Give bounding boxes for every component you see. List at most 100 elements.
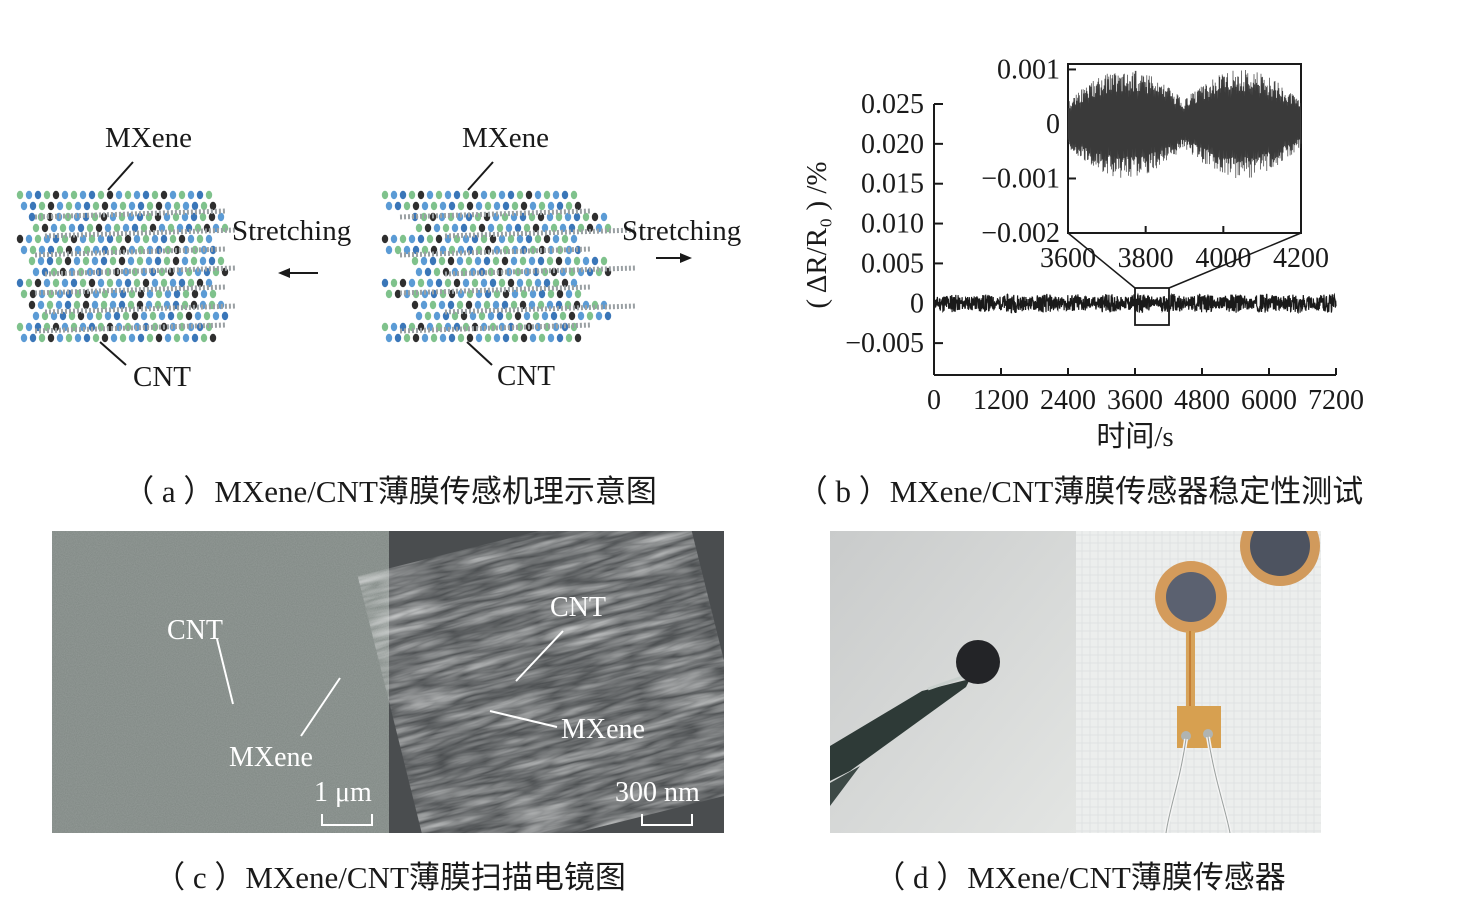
mxene-flake	[29, 245, 37, 255]
mxene-flake	[430, 333, 438, 343]
mxene-flake	[65, 333, 73, 343]
mxene-flake	[217, 212, 225, 222]
mxene-flake	[448, 333, 456, 343]
mxene-flake	[169, 278, 177, 288]
mxene-flake	[61, 278, 69, 288]
mxene-flake	[46, 300, 54, 310]
mxene-flake	[403, 333, 411, 343]
mxene-flake	[604, 311, 612, 321]
mxene-flake	[447, 300, 455, 310]
inset-signal-line	[1067, 69, 1302, 179]
mxene-flake	[385, 333, 393, 343]
mxene-flake	[483, 300, 491, 310]
mxene-flake	[447, 256, 455, 266]
mxene-flake	[421, 333, 429, 343]
mxene-flake	[457, 201, 465, 211]
x-tick-label: 7200	[1308, 385, 1364, 416]
mxene-flake	[194, 223, 202, 233]
mxene-flake	[475, 333, 483, 343]
mxene-flake	[421, 201, 429, 211]
mxene-flake	[493, 333, 501, 343]
mxene-flake	[16, 234, 24, 244]
caption-b: （ b ）MXene/CNT薄膜传感器稳定性测试	[796, 474, 1364, 509]
mxene-flake	[56, 333, 64, 343]
mxene-flake	[64, 300, 72, 310]
mxene-flake	[208, 256, 216, 266]
mxene-flake	[164, 201, 172, 211]
caption-c: （ c ）MXene/CNT薄膜扫描电镜图	[154, 860, 626, 895]
mxene-flake	[498, 234, 506, 244]
mxene-flake	[196, 190, 204, 200]
mxene-flake	[426, 190, 434, 200]
mxene-flake	[221, 311, 229, 321]
mxene-flake	[164, 333, 172, 343]
right-stack	[381, 190, 636, 343]
mxene-flake	[50, 311, 58, 321]
mxene-flake	[417, 278, 425, 288]
mxene-flake	[505, 311, 513, 321]
mxene-flake	[55, 300, 63, 310]
mxene-flake	[37, 300, 45, 310]
mxene-flake	[154, 300, 162, 310]
mxene-flake	[385, 201, 393, 211]
mxene-flake	[158, 223, 166, 233]
mxene-flake	[426, 234, 434, 244]
mxene-flake	[417, 322, 425, 332]
mxene-flake	[478, 311, 486, 321]
mxene-flake	[160, 278, 168, 288]
mxene-flake	[547, 289, 555, 299]
mxene-flake	[552, 234, 560, 244]
mxene-flake	[528, 256, 536, 266]
mxene-flake	[394, 245, 402, 255]
mxene-flake	[574, 333, 582, 343]
mxene-flake	[520, 201, 528, 211]
mxene-flake	[471, 190, 479, 200]
mxene-flake	[537, 256, 545, 266]
mxene-flake	[83, 201, 91, 211]
mxene-flake	[565, 289, 573, 299]
mxene-flake	[187, 190, 195, 200]
mxene-flake	[124, 190, 132, 200]
mxene-flake	[502, 201, 510, 211]
mxene-flake	[529, 289, 537, 299]
mxene-flake	[453, 278, 461, 288]
mxene-flake	[28, 256, 36, 266]
mxene-flake	[122, 223, 130, 233]
mxene-flake	[511, 333, 519, 343]
right-cnt-label: CNT	[497, 360, 555, 392]
y-tick-label: 0.010	[861, 209, 924, 240]
mxene-flake	[104, 311, 112, 321]
mxene-flake	[82, 300, 90, 310]
mxene-flake	[64, 256, 72, 266]
mxene-flake	[41, 223, 49, 233]
mxene-flake	[199, 212, 207, 222]
mxene-flake	[465, 300, 473, 310]
mxene-flake	[457, 333, 465, 343]
mxene-flake	[574, 201, 582, 211]
mxene-flake	[435, 190, 443, 200]
mxene-flake	[32, 267, 40, 277]
mxene-flake	[154, 256, 162, 266]
mxene-flake	[109, 300, 117, 310]
mxene-flake	[390, 190, 398, 200]
mxene-flake	[435, 234, 443, 244]
mxene-flake	[29, 333, 37, 343]
mxene-flake	[586, 223, 594, 233]
left-mxene-label: MXene	[105, 122, 192, 154]
mxene-flake	[487, 223, 495, 233]
mxene-flake	[133, 190, 141, 200]
mxene-flake	[552, 278, 560, 288]
stretching-label-left: Stretching	[232, 215, 351, 247]
mxene-flake	[547, 333, 555, 343]
inset-x-tick-label: 3600	[1040, 243, 1096, 274]
mxene-flake	[480, 278, 488, 288]
mxene-flake	[496, 311, 504, 321]
mxene-flake	[25, 278, 33, 288]
mxene-flake	[561, 190, 569, 200]
mxene-flake	[520, 333, 528, 343]
mxene-flake	[146, 201, 154, 211]
mxene-flake	[92, 201, 100, 211]
mxene-flake	[208, 212, 216, 222]
sensor-film-disc	[956, 640, 1000, 684]
